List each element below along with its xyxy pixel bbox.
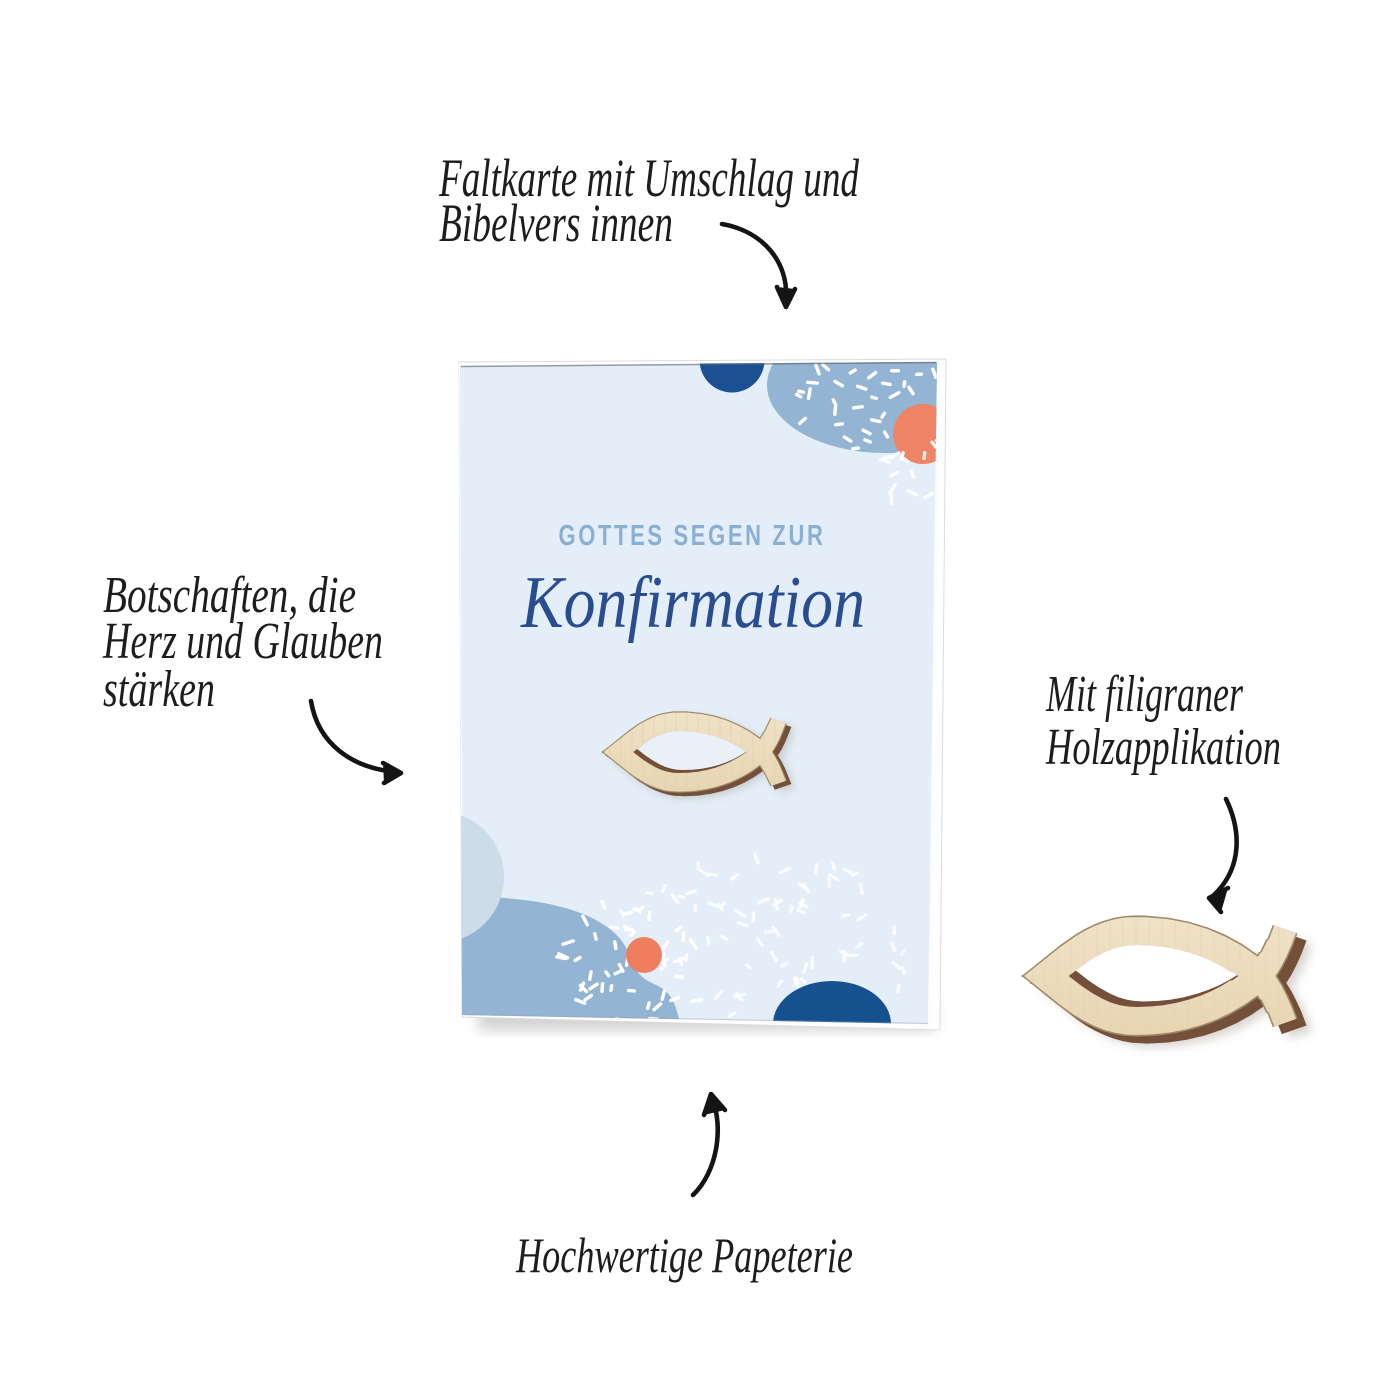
- svg-text:GOTTES SEGEN ZUR: GOTTES SEGEN ZUR: [559, 520, 826, 552]
- svg-text:Bibelvers innen: Bibelvers innen: [439, 193, 673, 253]
- svg-text:Botschaften, die: Botschaften, die: [103, 567, 356, 624]
- svg-text:Konfirmation: Konfirmation: [520, 562, 865, 644]
- svg-text:Herz und Glauben: Herz und Glauben: [102, 613, 383, 670]
- svg-text:Holzapplikation: Holzapplikation: [1045, 719, 1281, 776]
- svg-text:stärken: stärken: [103, 661, 215, 718]
- svg-text:Mit filigraner: Mit filigraner: [1045, 666, 1243, 723]
- svg-text:Hochwertige Papeterie: Hochwertige Papeterie: [515, 1227, 853, 1283]
- svg-text:Faltkarte mit Umschlag und: Faltkarte mit Umschlag und: [438, 148, 859, 208]
